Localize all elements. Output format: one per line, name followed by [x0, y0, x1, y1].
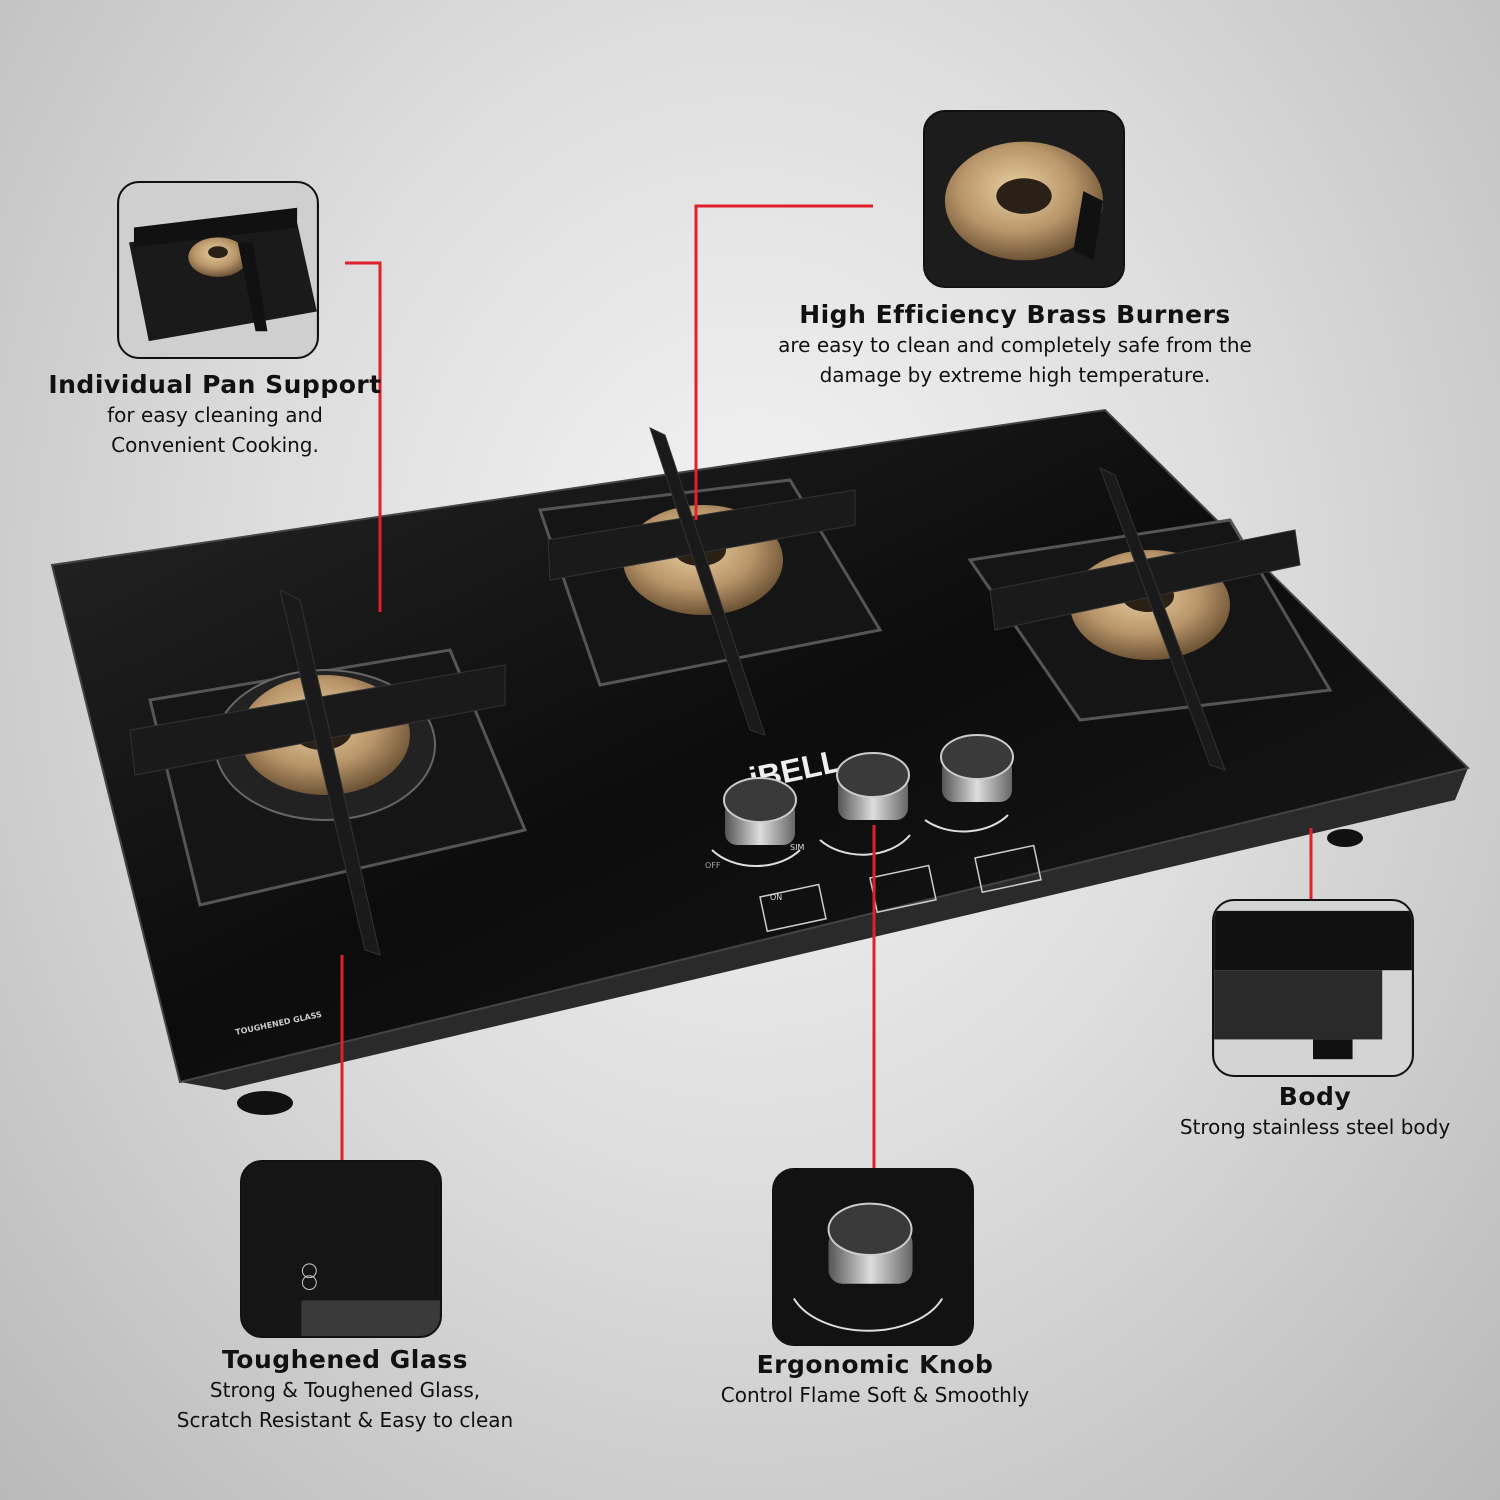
pan-support-thumbnail — [117, 181, 319, 359]
burner-left — [129, 589, 528, 956]
burner-right — [967, 467, 1333, 771]
knob-sim-label: SIM — [790, 843, 804, 852]
feature-ergonomic-knob: Ergonomic Knob Control Flame Soft & Smoo… — [690, 1350, 1060, 1410]
knob-on-label: ON — [770, 893, 782, 902]
feature-desc: Strong & Toughened Glass, — [209, 1378, 481, 1402]
burner-center — [537, 427, 883, 736]
feature-brass-burners: High Efficiency Brass Burners are easy t… — [750, 300, 1280, 390]
knob-left[interactable] — [711, 777, 827, 933]
feature-toughened-glass: Toughened Glass Strong & Toughened Glass… — [150, 1345, 540, 1435]
knob-center[interactable] — [819, 752, 937, 914]
feature-desc: Convenient Cooking. — [111, 433, 319, 457]
ergonomic-knob-thumbnail — [772, 1168, 974, 1346]
feature-desc: for easy cleaning and — [107, 403, 323, 427]
feature-desc: Scratch Resistant & Easy to clean — [176, 1408, 514, 1432]
toughened-glass-thumbnail — [240, 1160, 442, 1338]
feature-body: Body Strong stainless steel body — [1160, 1082, 1470, 1142]
feature-title: High Efficiency Brass Burners — [799, 300, 1231, 329]
feature-title: Body — [1278, 1082, 1352, 1111]
knob-off-label: OFF — [705, 861, 721, 870]
feature-desc: Strong stainless steel body — [1179, 1115, 1451, 1139]
body-thumbnail — [1212, 899, 1414, 1077]
brass-burner-thumbnail — [923, 110, 1125, 288]
cooktop-body — [180, 768, 1468, 1090]
feature-desc: are easy to clean and completely safe fr… — [778, 333, 1252, 357]
feature-title: Toughened Glass — [222, 1345, 468, 1374]
feature-desc: Control Flame Soft & Smoothly — [720, 1383, 1030, 1407]
leader-lines — [340, 204, 1313, 1168]
knob-right[interactable] — [924, 734, 1042, 894]
feature-title: Individual Pan Support — [48, 370, 382, 399]
feature-pan-support: Individual Pan Support for easy cleaning… — [40, 370, 390, 460]
feature-title: Ergonomic Knob — [756, 1350, 994, 1379]
feature-desc: damage by extreme high temperature. — [819, 363, 1211, 387]
